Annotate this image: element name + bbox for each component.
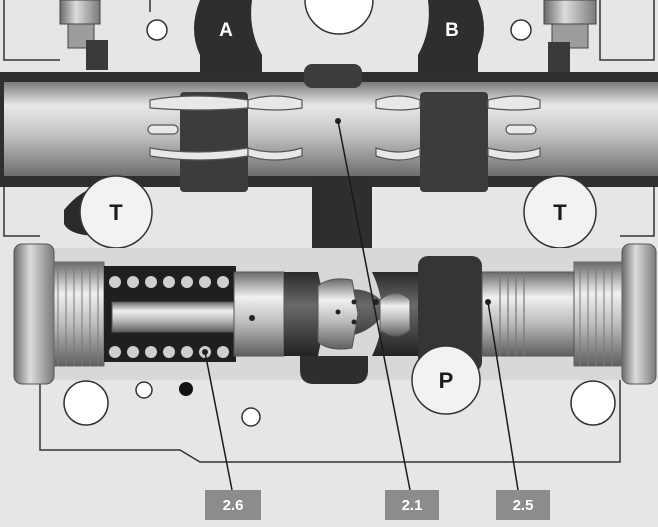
callout-2-6: 2.6 [205, 490, 261, 520]
spring-coils [109, 276, 229, 358]
leader-lines [204, 120, 519, 491]
port-label-t-left: T [109, 200, 123, 225]
left-thread [53, 261, 105, 367]
housing-dark-hole [179, 382, 193, 396]
top-right-fitting [543, 0, 597, 72]
housing-holes [63, 19, 616, 427]
leader-line-2-1 [337, 120, 411, 491]
left-end-cap [13, 243, 55, 385]
p-port [411, 345, 481, 415]
port-label-p: P [439, 368, 454, 393]
top-center-hole [304, 0, 374, 35]
port-label-a: A [219, 20, 233, 41]
top-left-fitting [59, 0, 108, 70]
port-a-channel [194, 0, 262, 78]
upper-spool-slots [147, 95, 541, 161]
right-end-cap [621, 243, 657, 385]
lower-channel-left [300, 356, 368, 384]
port-label-t-right: T [553, 200, 567, 225]
main-spool-right [481, 271, 575, 357]
port-label-b: B [445, 20, 459, 41]
callout-2-1: 2.1 [385, 490, 439, 520]
upper-spool-collars [180, 64, 488, 192]
right-thread [573, 261, 623, 367]
spring-rod [111, 301, 237, 333]
main-spool-land-shape [379, 292, 411, 337]
callout-2-5: 2.5 [496, 490, 550, 520]
main-spool-left [233, 271, 285, 357]
port-b-channel [418, 0, 484, 78]
upper-spool [4, 82, 658, 176]
main-spool-rings [499, 272, 525, 356]
leader-line-2-6 [204, 351, 233, 491]
leader-line-2-5 [487, 301, 519, 491]
t-port-left [64, 175, 153, 249]
main-spool-collar [418, 256, 482, 372]
